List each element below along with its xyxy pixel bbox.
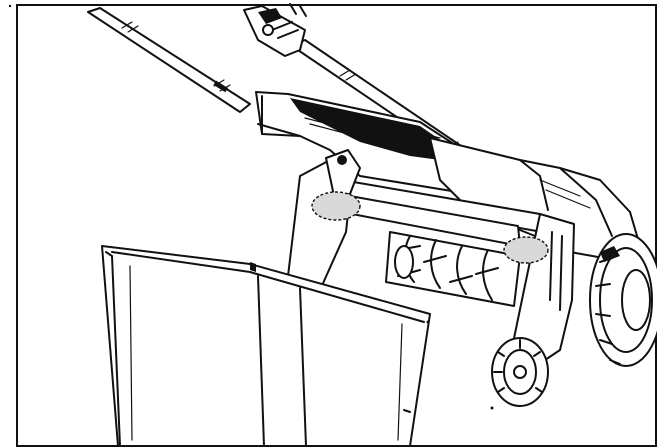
highlight-point-right — [503, 236, 549, 264]
mark-dot — [490, 406, 494, 410]
hood-grille — [255, 91, 471, 195]
corner-dot — [8, 4, 12, 8]
tine-roller — [385, 231, 521, 307]
mark-dot — [426, 320, 430, 324]
front-wheel — [491, 337, 549, 407]
grass-box — [101, 245, 431, 447]
rear-wheel — [589, 233, 657, 367]
left-frame — [287, 149, 361, 291]
switch-box — [243, 3, 307, 57]
highlight-point-left — [311, 191, 361, 221]
left-handle-bar — [87, 7, 251, 113]
